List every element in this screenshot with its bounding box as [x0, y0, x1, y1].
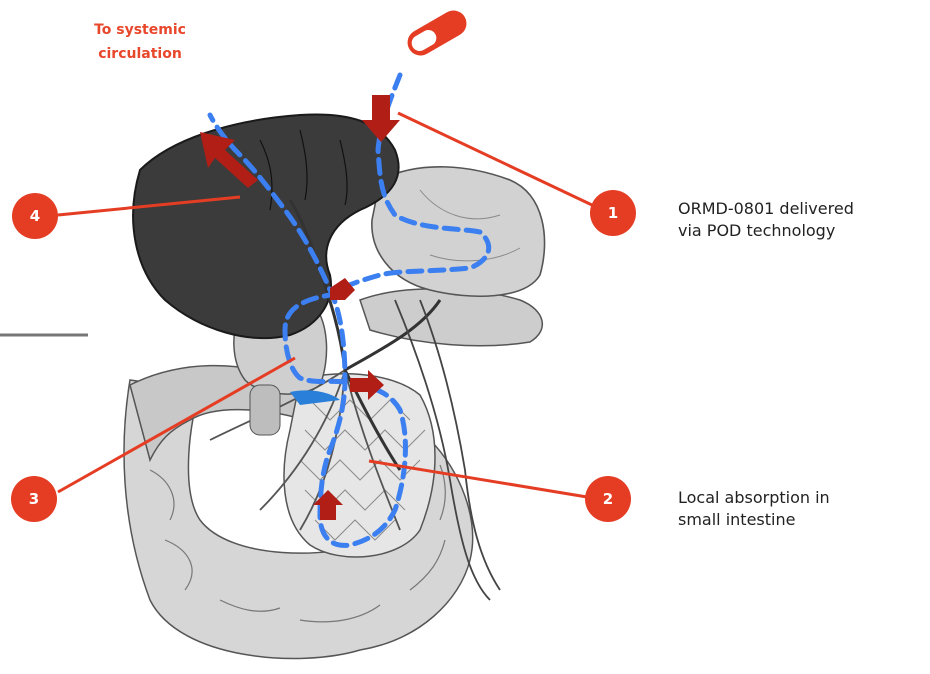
pill-capsule-icon [403, 6, 471, 61]
badge-3: 3 [11, 476, 57, 522]
badge-1: 1 [590, 190, 636, 236]
badge-4: 4 [12, 193, 58, 239]
caption-absorption: Local absorption in small intestine [678, 487, 918, 531]
badge-2: 2 [585, 476, 631, 522]
systemic-circulation-label: To systemic circulation [40, 18, 240, 66]
liver [133, 114, 399, 338]
caption-delivery: ORMD-0801 delivered via POD technology [678, 198, 918, 242]
